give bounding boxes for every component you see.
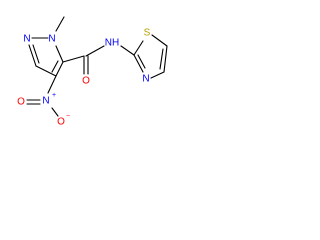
atom-label-group: N N N + O O − O NH S N bbox=[17, 28, 151, 128]
bond-c4-nitro bbox=[47, 75, 57, 94]
bond-group bbox=[26, 16, 168, 117]
bond-c4-c5-double bbox=[51, 60, 59, 73]
bond-s-c5 bbox=[151, 34, 168, 47]
atom-nitro-o-a: O bbox=[17, 97, 25, 108]
bond-c5-c4-double bbox=[159, 48, 164, 70]
bond-c5-c4 bbox=[163, 45, 168, 73]
atom-thiazole-n: N bbox=[142, 74, 149, 85]
bond-nh-thiazole bbox=[120, 45, 135, 56]
bond-c3-c4 bbox=[35, 65, 57, 77]
bond-n2-c3-double bbox=[32, 44, 40, 64]
bond-c4-n3 bbox=[150, 71, 165, 79]
atom-nitro-n: N bbox=[42, 96, 49, 107]
atom-n1: N bbox=[48, 34, 55, 45]
atom-nitro-o-b: O bbox=[57, 117, 65, 128]
bond-nitro-o-b bbox=[51, 107, 59, 117]
atom-carbonyl-o: O bbox=[82, 76, 90, 87]
bond-c2-s bbox=[133, 40, 144, 56]
structure-diagram: N N N + O O − O NH S N bbox=[17, 16, 168, 128]
bond-c5-carbonyl bbox=[62, 55, 85, 63]
bond-carbonyl-nh bbox=[85, 45, 105, 57]
bond-methyl-n bbox=[55, 16, 65, 32]
bond-c2-n3 bbox=[133, 54, 144, 73]
bond-n2-c3 bbox=[28, 44, 37, 67]
bond-n1-c5 bbox=[55, 45, 64, 63]
bond-c4-c5 bbox=[55, 61, 64, 77]
atom-nitro-o-b-charge: − bbox=[66, 113, 70, 120]
bond-c2-n3-double bbox=[137, 54, 146, 69]
atom-n2: N bbox=[23, 34, 30, 45]
atom-nitro-n-charge: + bbox=[52, 92, 56, 99]
atom-thiazole-s: S bbox=[144, 28, 151, 39]
atom-amide-nh: NH bbox=[105, 38, 119, 49]
